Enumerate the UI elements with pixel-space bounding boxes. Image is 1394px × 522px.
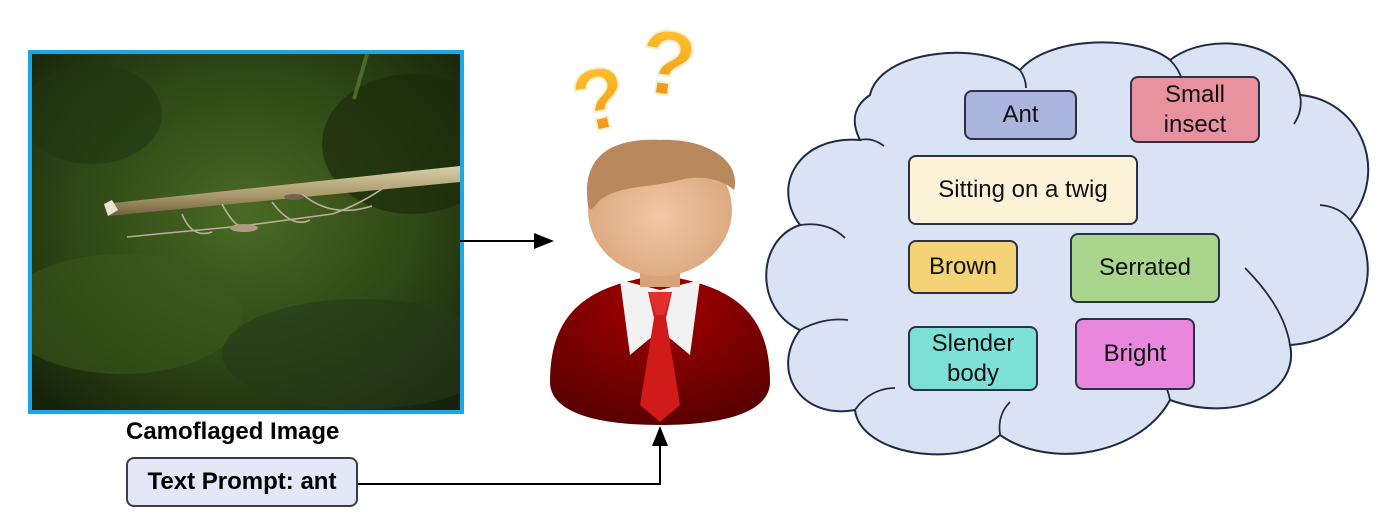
arrow-prompt-to-person: [358, 426, 668, 485]
text-prompt-box: Text Prompt: ant: [126, 457, 358, 507]
tag-slender-body: Slender body: [908, 326, 1038, 391]
tag-small-insect: Small insect: [1130, 76, 1260, 143]
tag-label: Ant: [1002, 101, 1039, 128]
tag-label: Sitting on a twig: [938, 176, 1108, 203]
tag-label: Slender body: [931, 329, 1015, 387]
tag-label: Small insect: [1163, 80, 1227, 138]
person-icon: [550, 139, 770, 425]
text-prompt-label: Text Prompt: ant: [147, 468, 337, 495]
tag-label: Serrated: [1098, 254, 1192, 281]
tag-serrated: Serrated: [1070, 233, 1220, 303]
question-mark-icon: ?: [563, 45, 636, 153]
tag-ant: Ant: [964, 90, 1077, 140]
tag-sitting-on-a-twig: Sitting on a twig: [908, 155, 1138, 225]
camouflaged-image: [28, 50, 464, 414]
twig: [104, 166, 460, 216]
question-mark-icon: ?: [633, 9, 703, 118]
tag-brown: Brown: [908, 240, 1018, 294]
question-marks: ? ?: [562, 8, 704, 153]
tag-label: Bright: [1103, 340, 1167, 367]
tag-label: Brown: [928, 253, 998, 280]
tag-bright: Bright: [1075, 318, 1195, 390]
image-caption: Camoflaged Image: [126, 418, 340, 445]
